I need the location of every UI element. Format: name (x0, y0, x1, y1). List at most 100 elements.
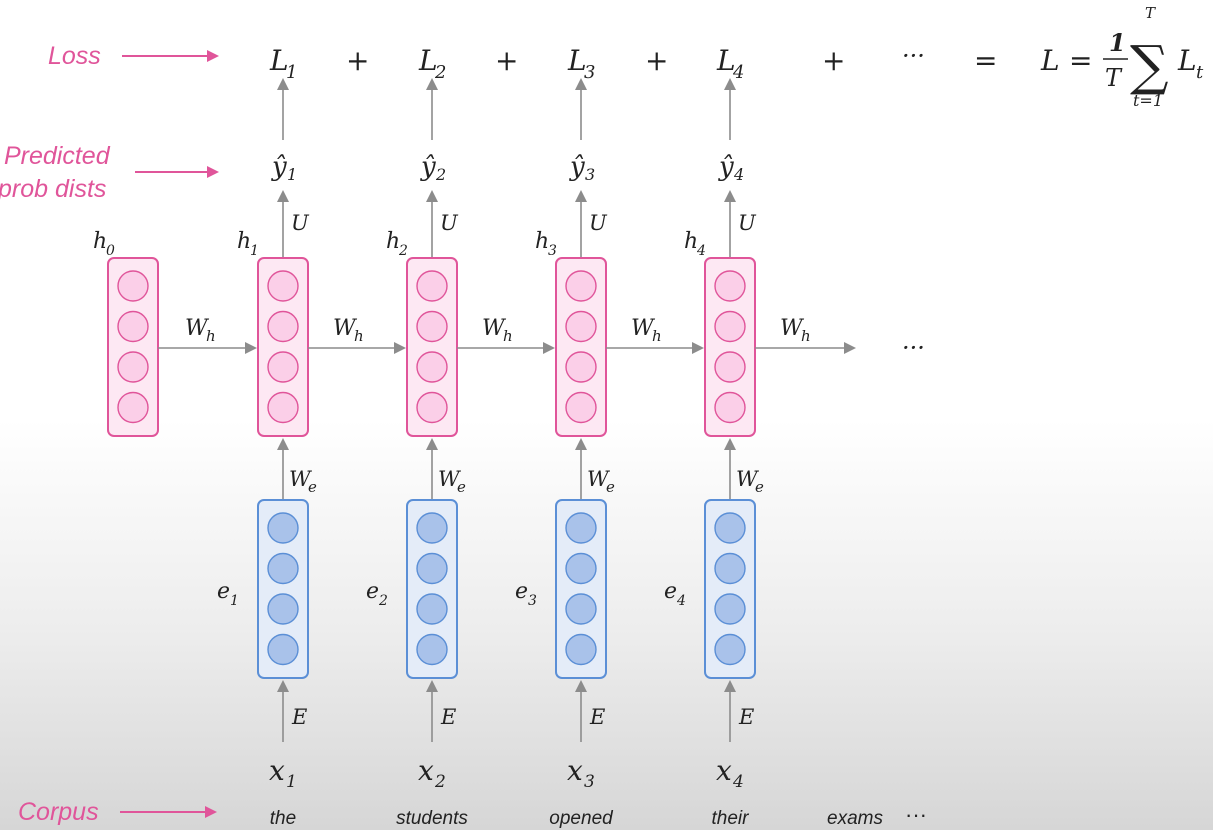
prediction-3: ŷ (569, 152, 585, 182)
recurrent-arrow-3-head (692, 342, 704, 354)
embed-weight-1: W (289, 467, 313, 491)
corpus-pointer-head (205, 806, 217, 818)
embedding-label-sub-e4: 4 (676, 593, 686, 609)
input-weight-1: E (291, 705, 307, 729)
input-x-sub-3: 3 (584, 772, 595, 792)
embedding-label-sub-e2: 2 (378, 593, 388, 609)
input-x-1: x (269, 754, 285, 787)
recurrent-weight-4: W (780, 316, 805, 341)
output-weight-1: U (291, 211, 310, 235)
embedding-vector-e1-box (257, 499, 309, 679)
corpus-label: Corpus (18, 798, 99, 826)
hidden-vector-h4-neuron (714, 270, 746, 302)
hidden-vector-h2-neuron (416, 391, 448, 424)
hidden-label-h4: h (684, 229, 698, 254)
recurrent-weight-0: W (185, 316, 210, 341)
hidden-label-sub-h3: 3 (548, 243, 557, 259)
hidden-vector-h1-neuron (267, 351, 299, 383)
embedding-label-e1: e (217, 579, 230, 604)
embed-arrow-4-head (724, 438, 736, 450)
hidden-vector-h0-neuron (117, 391, 149, 424)
hidden-vector-h4-neuron (714, 391, 746, 424)
recurrent-weight-sub-3: h (652, 327, 662, 345)
recurrent-weight-sub-1: h (354, 327, 364, 345)
embed-weight-sub-2: e (457, 478, 466, 496)
input-arrow-1-head (277, 680, 289, 692)
loss-ellipsis: ··· (902, 42, 925, 70)
embedding-vector-e2 (406, 499, 458, 679)
loss-term-sub-2: 2 (434, 62, 446, 83)
recurrent-weight-2: W (482, 316, 507, 341)
hidden-vector-h4-neuron (714, 351, 746, 383)
prediction-2: ŷ (420, 152, 436, 182)
input-weight-3: E (589, 705, 605, 729)
formula-sigma: ∑ (1130, 34, 1169, 97)
loss-term-4: L (716, 44, 736, 77)
recurrent-weight-sub-0: h (206, 327, 216, 345)
loss-term-sub-3: 3 (584, 62, 595, 83)
corpus-word-4: their (712, 808, 750, 829)
output-arrow-2-head (426, 190, 438, 202)
input-x-sub-1: 1 (286, 772, 297, 792)
hidden-label-h1: h (237, 229, 251, 254)
loss-arrow-3-head (575, 78, 587, 90)
hidden-vector-h0-neuron (117, 310, 149, 343)
input-x-2: x (418, 754, 434, 787)
embed-weight-2: W (438, 467, 462, 491)
formula-numerator: 1 (1109, 28, 1126, 57)
predicted-label-line1: Predicted (4, 142, 111, 170)
hidden-vector-h0-neuron (117, 351, 149, 383)
recurrent-arrow-4-head (844, 342, 856, 354)
embed-weight-3: W (587, 467, 611, 491)
hidden-vector-h2-neuron (416, 270, 448, 302)
prediction-sub-3: 3 (585, 165, 595, 184)
loss-pointer-head (207, 50, 219, 62)
hidden-vector-h1-neuron (267, 270, 299, 302)
corpus-word-5: exams (827, 808, 883, 829)
input-x-sub-2: 2 (434, 772, 446, 792)
embedding-vector-e4 (704, 499, 756, 679)
hidden-label-h0: h (93, 229, 107, 254)
average-loss-formula: L = 1 T T ∑ t=1 L t (1040, 4, 1204, 110)
loss-arrow-2-head (426, 78, 438, 90)
embedding-vector-e4-neuron (714, 552, 746, 585)
formula-term: L (1177, 44, 1197, 77)
formula-equals: = (1069, 44, 1092, 77)
input-x-3: x (567, 754, 583, 787)
hidden-vector-h2-neuron (416, 310, 448, 343)
recurrent-weight-sub-2: h (503, 327, 513, 345)
hidden-vector-h1-box (257, 257, 309, 437)
predicted-label-line2: prob dists (0, 175, 106, 203)
embed-weight-sub-4: e (755, 478, 764, 496)
hidden-vector-h3-box (555, 257, 607, 437)
loss-term-2: L (418, 44, 438, 77)
input-x-sub-4: 4 (732, 772, 744, 792)
hidden-vector-h1-neuron (267, 391, 299, 424)
input-arrow-3-head (575, 680, 587, 692)
embedding-vector-e3 (555, 499, 607, 679)
embedding-vector-e2-neuron (416, 552, 448, 585)
loss-term-1: L (269, 44, 289, 77)
corpus-word-2: students (396, 808, 468, 829)
output-arrow-4-head (724, 190, 736, 202)
hidden-vector-h2-neuron (416, 351, 448, 383)
hidden-ellipsis: ··· (902, 334, 925, 362)
hidden-label-sub-h4: 4 (696, 243, 706, 259)
recurrent-weight-sub-4: h (801, 327, 811, 345)
loss-term-sub-1: 1 (286, 62, 297, 83)
formula-sum-lower: t=1 (1133, 91, 1163, 110)
prediction-sub-4: 4 (733, 165, 744, 184)
hidden-vector-h1-neuron (267, 310, 299, 343)
embed-weight-4: W (736, 467, 760, 491)
prediction-sub-1: 1 (287, 165, 297, 184)
embedding-vector-e1-neuron (267, 593, 299, 625)
hidden-vector-h4-box (704, 257, 756, 437)
hidden-vector-h3 (555, 257, 607, 437)
